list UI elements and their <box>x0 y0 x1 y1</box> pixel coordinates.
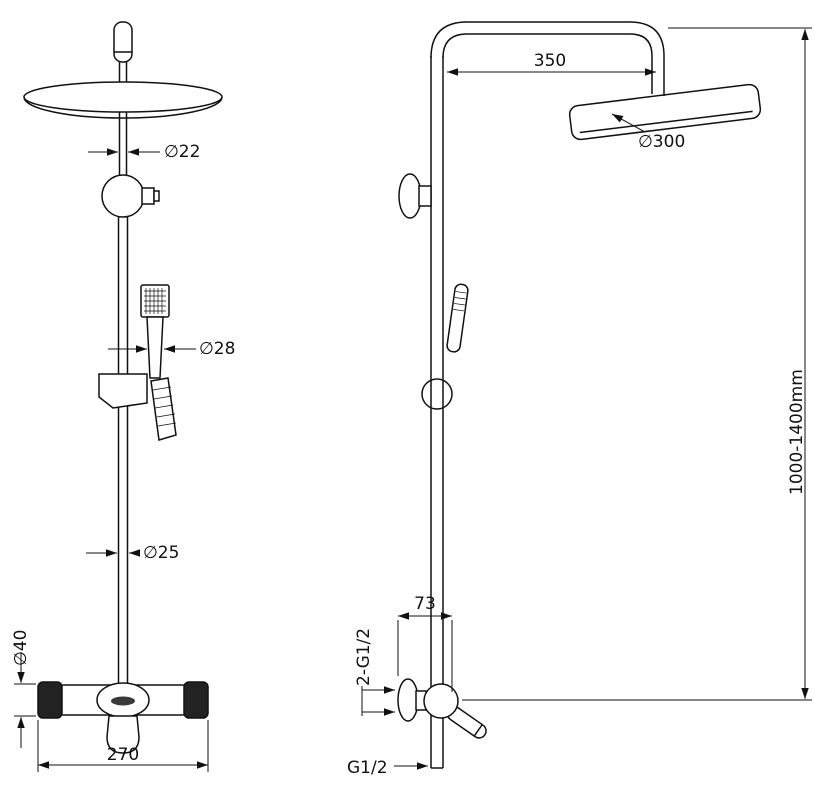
hose-connector <box>150 377 177 441</box>
slider-knob <box>141 187 155 205</box>
dim-label-height-range: 1000-1400mm <box>787 369 807 495</box>
bottom-wall-connection <box>397 678 487 739</box>
mixer-body-front <box>37 681 209 754</box>
rain-shower-head-side <box>568 83 762 141</box>
dim-label-dia300: ∅300 <box>638 132 685 152</box>
hand-shower-front <box>140 284 170 379</box>
rain-shower-head-rim <box>23 96 223 119</box>
front-view <box>23 21 223 754</box>
dim-dia25: ∅25 <box>86 543 179 563</box>
label-thread-double: 2-G1/2 <box>354 628 374 686</box>
dim-dia40: ∅40 <box>11 630 36 748</box>
spray-face-grid <box>144 288 166 314</box>
dim-dia28: ∅28 <box>108 339 235 359</box>
dim-label-dia22: ∅22 <box>164 142 200 162</box>
slider-bracket-front <box>98 373 148 409</box>
dim-dia22: ∅22 <box>88 142 200 162</box>
dim-dia300: ∅300 <box>611 113 685 152</box>
mixer-handle-left <box>37 681 63 719</box>
mixer-handle-right <box>183 681 209 719</box>
hand-shower-handle <box>146 316 164 379</box>
dim-label-width270: 270 <box>107 745 139 765</box>
dim-offset73: 73 <box>397 594 453 692</box>
dim-label-top350: 350 <box>534 51 566 71</box>
side-riser-pipe <box>430 56 444 769</box>
rain-shower-head-front <box>23 81 223 113</box>
top-bend-tube <box>430 21 665 96</box>
slider-fitting-front <box>101 174 145 218</box>
dim-height-range: 1000-1400mm <box>462 27 812 701</box>
slider-ring-side <box>421 378 453 410</box>
dim-label-dia25: ∅25 <box>143 543 179 563</box>
dim-label-dia28: ∅28 <box>199 339 235 359</box>
front-riser-pipe <box>117 55 129 690</box>
callout-2-g12: 2-G1/2 <box>354 628 395 716</box>
riser-top-cap <box>113 21 133 63</box>
label-thread-bottom: G1/2 <box>347 758 388 778</box>
upper-wall-bracket <box>398 173 432 219</box>
dim-label-dia40: ∅40 <box>11 630 31 666</box>
wall-flange <box>397 678 419 722</box>
side-dimensions: 350 ∅300 73 2-G1/2 G1/2 1000-1400mm <box>347 27 812 778</box>
valve-body-side <box>423 683 459 719</box>
dim-label-offset73: 73 <box>414 594 436 614</box>
front-dimensions: ∅22 ∅28 ∅25 ∅40 270 <box>11 142 235 772</box>
side-view <box>397 21 762 769</box>
callout-g12: G1/2 <box>347 758 428 778</box>
mixer-logo-mark <box>111 696 135 706</box>
dim-top350: 350 <box>447 51 656 76</box>
dim-width270: 270 <box>37 720 209 772</box>
mixer-spout-front <box>106 715 140 754</box>
hand-shower-side <box>446 283 469 353</box>
